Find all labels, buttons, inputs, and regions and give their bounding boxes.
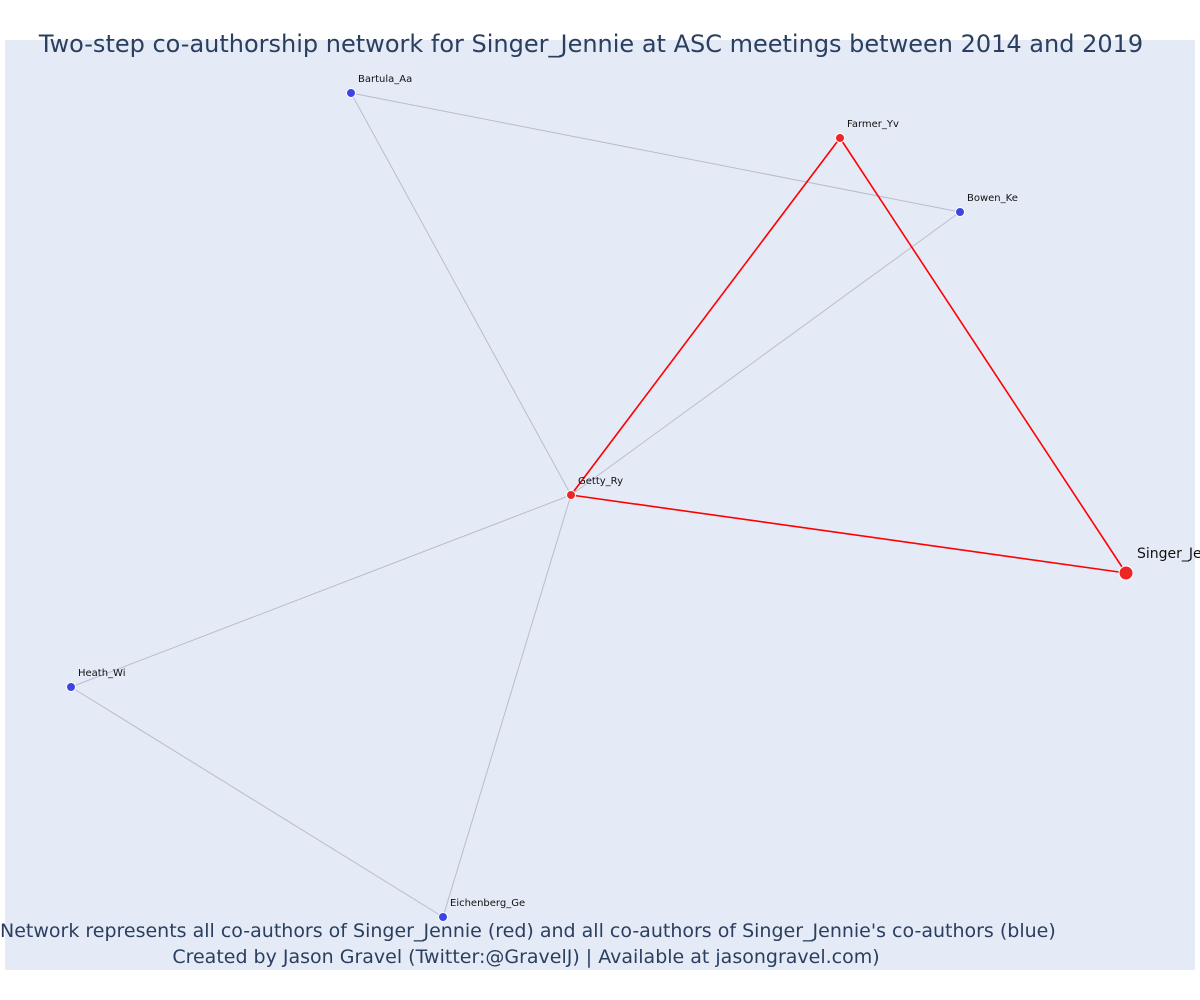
- node-heath-wi[interactable]: [66, 682, 76, 692]
- edge-farmer-yv-getty-ry: [570, 137, 841, 496]
- chart-caption: Network represents all co-authors of Sin…: [0, 918, 1056, 970]
- node-singer-jennie[interactable]: [1118, 565, 1134, 581]
- edge-farmer-yv-singer-jennie: [839, 137, 1127, 574]
- node-label-farmer-yv: Farmer_Yv: [847, 119, 899, 130]
- edge-heath-wi-eichenberg-ge: [70, 686, 444, 918]
- node-eichenberg-ge[interactable]: [438, 912, 448, 922]
- node-bowen-ke[interactable]: [955, 207, 965, 217]
- node-label-eichenberg-ge: Eichenberg_Ge: [450, 898, 525, 909]
- edge-heath-wi-getty-ry: [70, 494, 572, 688]
- edge-bowen-ke-getty-ry: [570, 211, 961, 496]
- node-farmer-yv[interactable]: [835, 133, 845, 143]
- caption-line-credit: Created by Jason Gravel (Twitter:@Gravel…: [172, 946, 880, 968]
- edge-bartula-aa-bowen-ke: [350, 92, 961, 213]
- edges-layer: [70, 92, 1127, 918]
- node-getty-ry[interactable]: [566, 490, 576, 500]
- edge-bartula-aa-getty-ry: [350, 92, 572, 496]
- nodes-layer: Bartula_AaFarmer_YvBowen_KeGetty_RySinge…: [66, 74, 1200, 922]
- plot-background: [5, 40, 1195, 970]
- node-label-bartula-aa: Bartula_Aa: [358, 74, 412, 85]
- chart-title: Two-step co-authorship network for Singe…: [38, 30, 1144, 58]
- node-bartula-aa[interactable]: [346, 88, 356, 98]
- node-label-singer-jennie: Singer_Je: [1137, 546, 1200, 562]
- node-label-bowen-ke: Bowen_Ke: [967, 193, 1018, 204]
- edge-getty-ry-singer-jennie: [570, 494, 1127, 574]
- node-label-heath-wi: Heath_Wi: [78, 668, 126, 679]
- node-label-getty-ry: Getty_Ry: [578, 476, 623, 487]
- caption-line-description: Network represents all co-authors of Sin…: [0, 920, 1056, 942]
- edge-eichenberg-ge-getty-ry: [442, 494, 572, 918]
